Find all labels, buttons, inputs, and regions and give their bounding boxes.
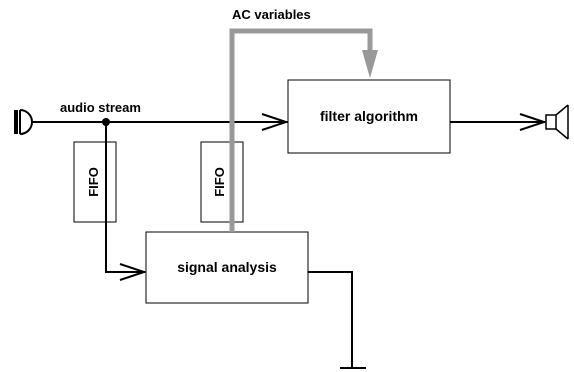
filter-algorithm-block [287, 79, 451, 154]
fifo-box-left [73, 141, 117, 223]
analysis-branch-arrowhead [119, 263, 148, 281]
filter-algorithm-label: filter algorithm [320, 108, 418, 124]
ac-variables-arrowhead [362, 50, 378, 78]
analysis-branch-line [105, 122, 145, 273]
fifo-box-right [200, 141, 244, 223]
loudspeaker-icon [545, 104, 569, 140]
signal-analysis-block [145, 231, 309, 304]
signal-analysis-label: signal analysis [177, 259, 277, 275]
audio-stream-arrowhead [261, 113, 290, 131]
output-arrowhead [519, 113, 548, 131]
microphone-icon [14, 109, 33, 135]
ac-variables-path [229, 28, 373, 232]
fifo-left-label: FIFO [86, 167, 101, 197]
termination-line [308, 271, 353, 368]
audio-stream-label: audio stream [60, 100, 141, 115]
ac-variables-label: AC variables [232, 7, 311, 22]
fifo-right-label: FIFO [212, 167, 227, 197]
